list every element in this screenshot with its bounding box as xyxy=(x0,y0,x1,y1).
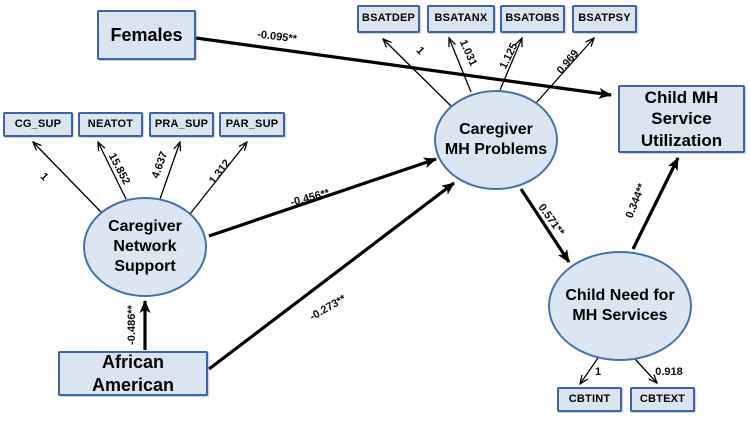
arrow-support-to-pra-sup xyxy=(159,142,180,200)
loading-cbtint: 1 xyxy=(594,366,602,378)
indicator-pra-sup: PRA_SUP xyxy=(149,112,214,137)
indicator-bsatanx: BSATANX xyxy=(427,5,495,33)
arrow-support-to-problems xyxy=(208,157,437,238)
arrow-need-to-cbtext xyxy=(634,358,657,383)
arrow-females-to-utilization xyxy=(195,36,612,99)
node-african-american: African American xyxy=(58,351,208,396)
arrow-support-to-cg-sup xyxy=(33,142,102,213)
node-caregiver-network-support: Caregiver Network Support xyxy=(83,197,207,297)
node-child-need-for-mh-services: Child Need for MH Services xyxy=(548,251,692,361)
indicator-cbtext: CBTEXT xyxy=(630,387,695,412)
arrow-problems-to-bsatdep xyxy=(383,39,452,107)
arrow-need-to-utilization xyxy=(631,157,680,250)
indicator-par-sup: PAR_SUP xyxy=(219,112,285,137)
arrow-support-to-par-sup xyxy=(189,142,247,215)
arrow-problems-to-need xyxy=(519,188,571,263)
arrow-problems-to-bsatanx xyxy=(449,38,472,93)
coef-african-american-to-support: -0.486** xyxy=(126,305,138,345)
arrow-problems-to-bsatpsy xyxy=(535,38,594,104)
node-caregiver-mh-problems: Caregiver MH Problems xyxy=(434,90,558,190)
indicator-cg-sup: CG_SUP xyxy=(3,112,73,137)
node-child-mh-service-utilization: Child MH Service Utilization xyxy=(618,85,745,153)
loading-cbtext: 0.918 xyxy=(655,366,683,378)
arrow-support-to-neatot xyxy=(98,142,127,200)
arrow-need-to-cbtint xyxy=(580,357,599,384)
node-females: Females xyxy=(97,10,196,60)
indicator-neatot: NEATOT xyxy=(78,112,143,137)
arrow-african-american-to-problems xyxy=(208,181,455,371)
structural-arrows xyxy=(139,36,680,371)
indicator-bsatobs: BSATOBS xyxy=(500,5,565,33)
indicator-bsatpsy: BSATPSY xyxy=(572,5,637,33)
indicator-cbtint: CBTINT xyxy=(557,387,622,412)
indicator-bsatdep: BSATDEP xyxy=(357,5,420,33)
